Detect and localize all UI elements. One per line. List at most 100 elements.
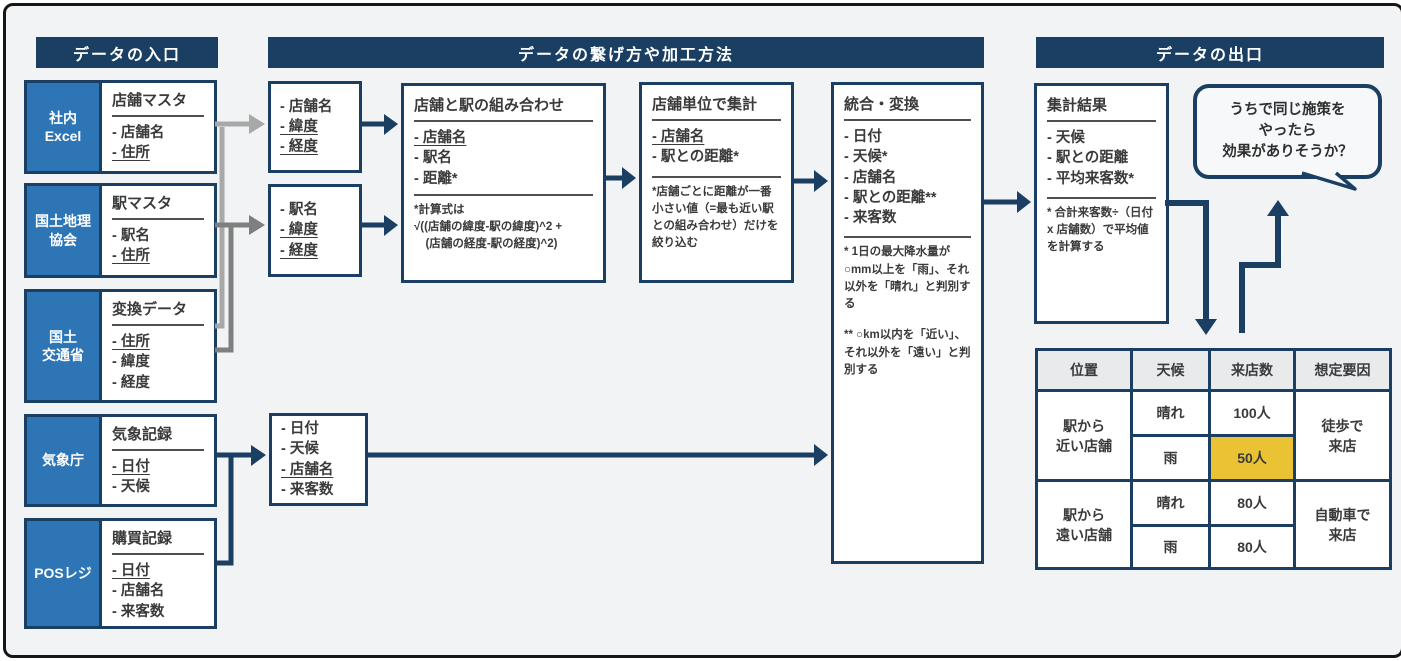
source-label: 国土 交通省 bbox=[27, 292, 102, 400]
process-box-weather-pos-fields: - 日付 - 天候 - 店舗名 - 来客数 bbox=[269, 413, 368, 506]
field-item: - 緯度 bbox=[112, 354, 150, 371]
table-row: 駅から 近い店舗 晴れ 100人 徒歩で 来店 bbox=[1035, 389, 1392, 482]
footnote: * 合計来客数÷（日付 x 店舗数）で平均値を計算する bbox=[1047, 206, 1153, 254]
arrowhead bbox=[249, 215, 265, 235]
process-title: 店舗と駅の組み合わせ bbox=[414, 97, 565, 114]
arrowhead bbox=[251, 445, 266, 466]
field-item-key: - 経度 bbox=[280, 139, 318, 156]
dataset-title: 駅マスタ bbox=[112, 195, 173, 212]
field-item: - 駅名 bbox=[414, 150, 452, 167]
field-item: - 天候 bbox=[281, 441, 319, 458]
arrowhead bbox=[1195, 319, 1217, 335]
field-item: - 経度 bbox=[112, 374, 150, 391]
section-header-data-process: データの繋げ方や加工方法 bbox=[268, 37, 984, 68]
field-item-key: - 日付 bbox=[112, 563, 150, 579]
field-item: - 天候 bbox=[112, 479, 150, 496]
table-row: 駅から 遠い店舗 晴れ 80人 自動車で 来店 bbox=[1035, 479, 1392, 570]
field-item-key: - 日付 bbox=[112, 459, 150, 475]
output-box-summary-result: 集計結果 - 天候 - 駅との距離 - 平均来客数* * 合計来客数÷（日付 x… bbox=[1034, 83, 1169, 324]
field-item: - 来客数 bbox=[112, 603, 165, 620]
source-label: 社内 Excel bbox=[27, 83, 102, 171]
arrowhead bbox=[249, 114, 265, 134]
cell-location: 駅から 遠い店舗 bbox=[1035, 479, 1133, 570]
arrowhead bbox=[1267, 200, 1289, 216]
source-box-geo-association: 国土地理 協会 駅マスタ - 駅名 - 住所 bbox=[24, 183, 217, 278]
connector-line bbox=[1239, 216, 1281, 333]
table-header-row: 位置 天候 来店数 想定要因 bbox=[1035, 348, 1392, 392]
source-body: 駅マスタ - 駅名 - 住所 bbox=[102, 186, 214, 275]
col-header-visitors: 来店数 bbox=[1208, 348, 1296, 392]
dataset-title: 変換データ bbox=[112, 301, 188, 318]
arrowhead bbox=[384, 215, 398, 236]
dataset-title: 購買記録 bbox=[112, 530, 173, 547]
cell-weather: 雨 bbox=[1130, 524, 1211, 570]
field-item: - 駅との距離* bbox=[652, 149, 739, 166]
cell-visitors: 80人 bbox=[1208, 524, 1296, 570]
divider bbox=[112, 115, 204, 117]
process-box-aggregate-per-store: 店舗単位で集計 - 店舗名 - 駅との距離* *店舗ごとに距離が一番小さい値（=… bbox=[639, 82, 794, 283]
process-title: 店舗単位で集計 bbox=[652, 96, 758, 113]
field-item: - 店舗名 bbox=[844, 169, 897, 186]
source-body: 気象記録 - 日付 - 天候 bbox=[102, 417, 214, 504]
field-item-key: - 店舗名 bbox=[281, 461, 334, 478]
field-item: - 天候 bbox=[1047, 130, 1085, 146]
source-body: 購買記録 - 日付 - 店舗名 - 来客数 bbox=[102, 521, 214, 626]
cell-visitors-highlighted: 50人 bbox=[1208, 434, 1296, 482]
divider bbox=[844, 119, 971, 121]
source-body: 変換データ - 住所 - 緯度 - 経度 bbox=[102, 292, 214, 400]
field-item: - 駅名 bbox=[280, 202, 318, 219]
speech-bubble: うちで同じ施策を やったら 効果がありそうか？ bbox=[1193, 84, 1382, 179]
arrowhead bbox=[1017, 191, 1031, 213]
divider bbox=[414, 120, 593, 122]
divider bbox=[844, 236, 971, 239]
output-title: 集計結果 bbox=[1047, 97, 1108, 114]
cell-factor: 自動車で 来店 bbox=[1293, 479, 1392, 570]
footnote: *計算式は √((店舗の緯度-駅の緯度)^2 + (店舗の経度-駅の経度)^2) bbox=[414, 203, 563, 251]
field-item: - 駅との距離 bbox=[1047, 150, 1129, 167]
table-row: 雨 50人 bbox=[1037, 434, 1391, 482]
field-item-key: - 住所 bbox=[112, 248, 150, 265]
source-label: 国土地理 協会 bbox=[27, 186, 102, 275]
divider bbox=[112, 553, 204, 555]
table-row: 雨 80人 bbox=[1037, 524, 1391, 570]
field-item: - 日付 bbox=[844, 129, 882, 145]
cell-location: 駅から 近い店舗 bbox=[1035, 389, 1133, 482]
divider bbox=[414, 193, 593, 196]
divider bbox=[652, 175, 781, 178]
source-label: 気象庁 bbox=[27, 417, 102, 504]
cell-weather: 晴れ bbox=[1130, 479, 1211, 527]
cell-weather: 晴れ bbox=[1130, 389, 1211, 437]
arrowhead bbox=[814, 170, 828, 192]
source-box-pos-register: POSレジ 購買記録 - 日付 - 店舗名 - 来客数 bbox=[24, 518, 217, 629]
source-box-internal-excel: 社内 Excel 店舗マスタ - 店舗名 - 住所 bbox=[24, 80, 217, 174]
divider bbox=[112, 218, 204, 220]
arrowhead bbox=[384, 114, 398, 135]
col-header-assumed-factor: 想定要因 bbox=[1293, 348, 1392, 392]
field-item-key: - 経度 bbox=[280, 242, 318, 259]
source-box-weather-agency: 気象庁 気象記録 - 日付 - 天候 bbox=[24, 414, 217, 507]
section-header-data-input: データの入口 bbox=[36, 37, 218, 68]
divider bbox=[112, 324, 204, 326]
field-item: - 駅名 bbox=[112, 228, 150, 244]
diagram-canvas: データの入口 データの繋げ方や加工方法 データの出口 社内 Excel 店舗マス… bbox=[3, 3, 1401, 658]
result-table: 位置 天候 来店数 想定要因 駅から 近い店舗 晴れ 100人 徒歩で 来店 雨… bbox=[1035, 348, 1392, 570]
field-item: - 来客数 bbox=[844, 210, 897, 227]
field-item: - 来客数 bbox=[281, 481, 334, 498]
footnote: *店舗ごとに距離が一番小さい値（=最も近い駅との組み合わせ）だけを絞り込む bbox=[652, 185, 779, 250]
source-body: 店舗マスタ - 店舗名 - 住所 bbox=[102, 83, 214, 171]
process-title: 統合・変換 bbox=[844, 96, 920, 113]
cell-weather: 雨 bbox=[1130, 434, 1211, 482]
connector-line bbox=[215, 227, 234, 353]
field-item: - 距離* bbox=[414, 170, 458, 187]
field-item-key: - 店舗名 bbox=[414, 130, 467, 146]
field-item: - 店舗名 bbox=[112, 583, 165, 600]
process-box-store-station-combination: 店舗と駅の組み合わせ - 店舗名 - 駅名 - 距離* *計算式は √((店舗の… bbox=[401, 83, 606, 283]
cell-visitors: 100人 bbox=[1208, 389, 1296, 437]
field-item: - 駅との距離** bbox=[844, 189, 937, 206]
field-item-key: - 店舗名 bbox=[652, 129, 705, 145]
cell-visitors: 80人 bbox=[1208, 479, 1296, 527]
col-header-weather: 天候 bbox=[1130, 348, 1211, 392]
field-item-key: - 緯度 bbox=[280, 222, 318, 239]
arrowhead bbox=[814, 444, 828, 466]
footnote: * 1日の最大降水量が○mm以上を「雨」、それ以外を「晴れ」と判別する bbox=[844, 246, 971, 311]
